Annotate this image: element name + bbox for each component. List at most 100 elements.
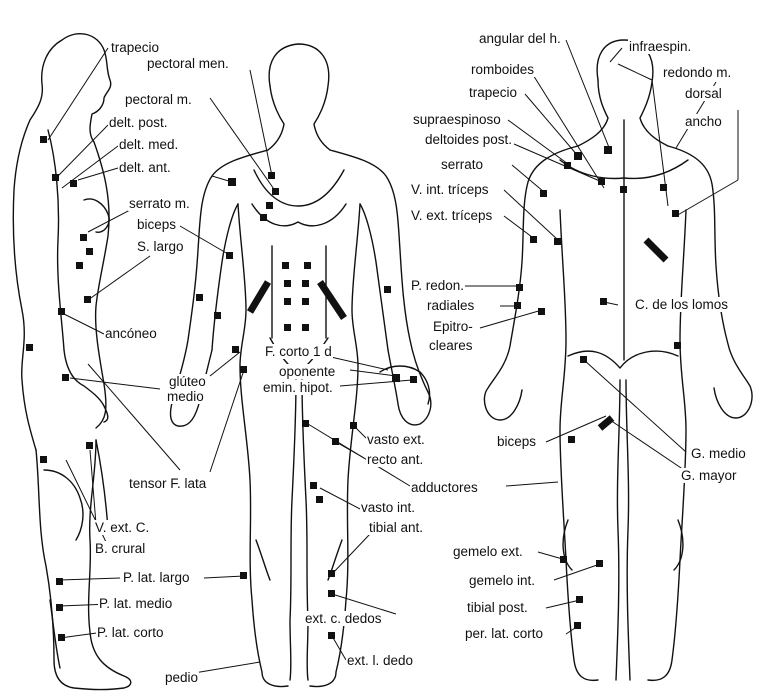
motor-point xyxy=(302,280,309,287)
label-trapecio-lateral: trapecio xyxy=(110,40,160,55)
motor-point xyxy=(516,284,523,291)
motor-point xyxy=(86,248,93,255)
electrode-bar xyxy=(646,240,666,260)
label-tibial-post: tibial post. xyxy=(466,600,529,615)
motor-point xyxy=(620,186,627,193)
motor-point xyxy=(316,496,323,503)
motor-point xyxy=(350,422,357,429)
motor-point xyxy=(514,302,521,309)
label-serrato-m: serrato m. xyxy=(128,196,191,211)
motor-point xyxy=(538,308,545,315)
electrode-bars xyxy=(250,240,666,428)
motor-point xyxy=(70,180,77,187)
electrode-bar xyxy=(320,282,344,318)
motor-point xyxy=(660,184,667,191)
motor-point xyxy=(272,188,279,195)
label-romboides: romboides xyxy=(470,62,535,77)
label-p-redon: P. redon. xyxy=(410,278,465,293)
label-oponente: oponente xyxy=(278,364,336,379)
motor-point xyxy=(228,178,236,186)
motor-point xyxy=(56,578,63,585)
label-delt-ant: delt. ant. xyxy=(118,160,172,175)
electrode-bar xyxy=(250,282,268,312)
label-g-mayor: G. mayor xyxy=(680,468,738,483)
motor-point xyxy=(574,152,582,160)
motor-point xyxy=(266,202,273,209)
label-dorsal: dorsal xyxy=(684,86,723,101)
motor-point xyxy=(332,438,339,445)
motor-point xyxy=(40,136,47,143)
motor-point xyxy=(580,356,587,363)
label-tibial-ant: tibial ant. xyxy=(368,520,424,535)
label-v-int-triceps: V. int. tríceps xyxy=(410,182,490,197)
motor-point xyxy=(58,308,65,315)
label-vasto-ext: vasto ext. xyxy=(366,432,426,447)
label-biceps-back: biceps xyxy=(496,434,537,449)
label-biceps-front: biceps xyxy=(136,217,177,232)
label-pectoral-m: pectoral m. xyxy=(124,92,193,107)
label-p-lat-largo: P. lat. largo xyxy=(122,570,191,585)
motor-point xyxy=(392,374,400,382)
motor-point xyxy=(268,172,275,179)
label-anconeo: ancóneo xyxy=(104,326,158,341)
motor-point xyxy=(560,556,567,563)
motor-point xyxy=(604,146,612,154)
label-emin-hipot: emin. hipot. xyxy=(262,380,334,395)
label-cleares: cleares xyxy=(428,338,474,353)
motor-point xyxy=(302,420,309,427)
motor-point xyxy=(232,346,239,353)
motor-point xyxy=(62,374,69,381)
motor-point xyxy=(328,590,335,597)
motor-point xyxy=(76,262,83,269)
label-supraespinoso: supraespinoso xyxy=(412,112,502,127)
motor-point xyxy=(58,634,65,641)
motor-point xyxy=(240,366,247,373)
label-vasto-int: vasto int. xyxy=(360,500,416,515)
motor-point xyxy=(86,442,93,449)
label-g-medio: G. medio xyxy=(690,446,747,461)
motor-point xyxy=(568,436,575,443)
motor-point xyxy=(576,596,583,603)
label-pedio: pedio xyxy=(164,670,199,685)
motor-point xyxy=(554,238,561,245)
motor-point xyxy=(240,572,247,579)
label-b-crural: B. crural xyxy=(94,541,146,556)
motor-point xyxy=(672,210,679,217)
motor-point xyxy=(302,298,309,305)
motor-point xyxy=(384,286,391,293)
motor-point xyxy=(84,296,91,303)
motor-point xyxy=(284,298,291,305)
motor-point xyxy=(80,234,87,241)
motor-point xyxy=(302,324,309,331)
label-gemelo-int: gemelo int. xyxy=(468,573,536,588)
motor-point xyxy=(564,162,571,169)
motor-point xyxy=(284,280,291,287)
label-gluteo: glúteo xyxy=(168,374,207,389)
motor-point xyxy=(410,376,417,383)
label-radiales: radiales xyxy=(426,298,475,313)
label-serrato-back: serrato xyxy=(440,157,484,172)
label-adductores: adductores xyxy=(410,480,479,495)
motor-point xyxy=(596,560,603,567)
label-per-lat-corto: per. lat. corto xyxy=(464,626,544,641)
motor-point xyxy=(56,604,63,611)
label-gemelo-ext: gemelo ext. xyxy=(452,544,524,559)
motor-point xyxy=(196,294,203,301)
motor-point xyxy=(304,262,311,269)
motor-point xyxy=(674,342,681,349)
label-pectoral-men: pectoral men. xyxy=(146,56,230,71)
label-delt-med: delt. med. xyxy=(118,137,179,152)
motor-point xyxy=(310,482,317,489)
label-ext-c-dedos: ext. c. dedos xyxy=(304,611,383,626)
label-c-de-los-lomos: C. de los lomos xyxy=(634,297,729,312)
label-epitro: Epitro- xyxy=(432,319,474,334)
label-delt-post: delt. post. xyxy=(108,115,169,130)
label-v-ext-triceps: V. ext. tríceps xyxy=(410,208,493,223)
motor-point xyxy=(530,236,537,243)
motor-point xyxy=(540,190,547,197)
motor-point xyxy=(574,622,581,629)
label-trapecio-back: trapecio xyxy=(468,85,518,100)
motor-point-markers xyxy=(26,136,681,641)
